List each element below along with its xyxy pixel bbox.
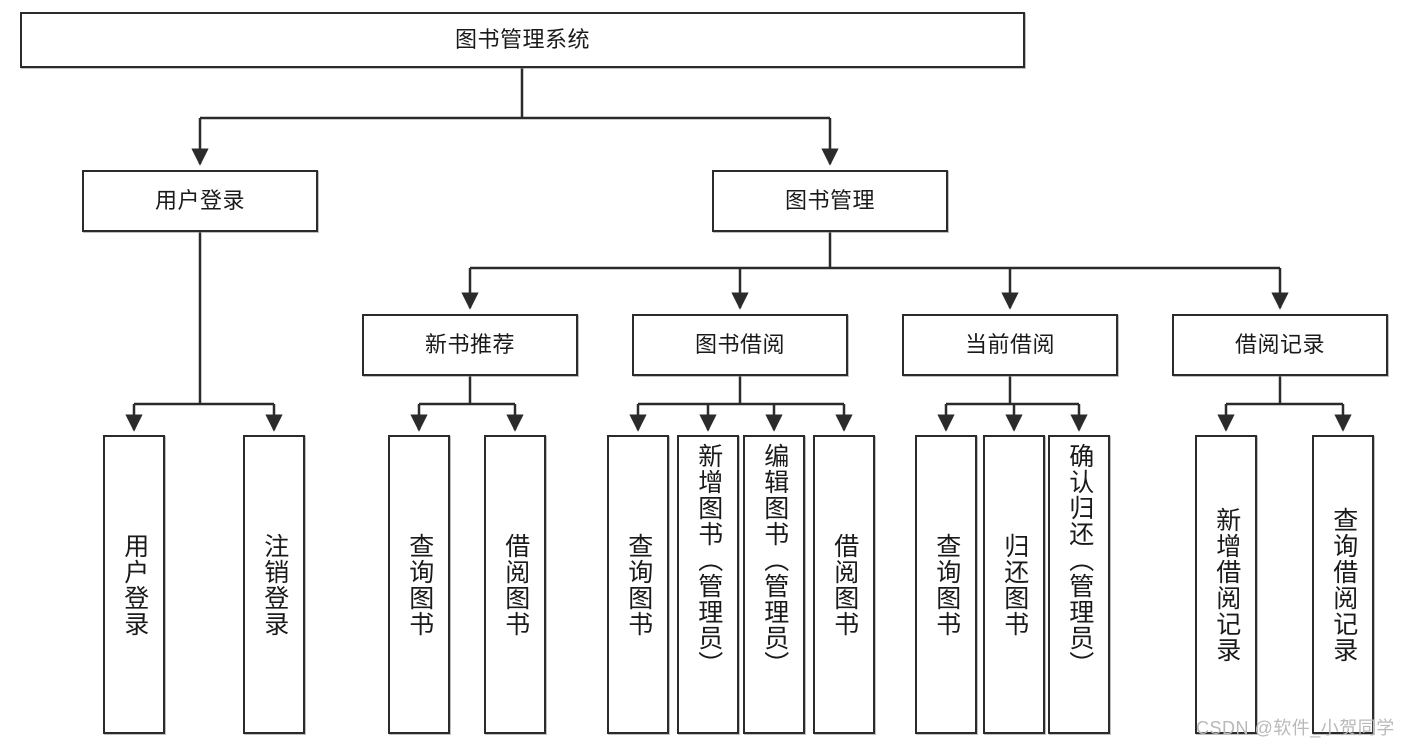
node-leaf-bb-query-book[interactable]: 查询图书 (607, 435, 669, 734)
node-leaf-cb-return-book-label: 归还图书 (1000, 532, 1029, 637)
node-leaf-logout[interactable]: 注销登录 (243, 435, 305, 734)
node-root-label: 图书管理系统 (454, 27, 590, 53)
node-leaf-bb-query-book-label: 查询图书 (624, 532, 653, 637)
node-leaf-user-login[interactable]: 用户登录 (103, 435, 165, 734)
node-leaf-bb-add-book-label: 新增图书（管理员） (694, 443, 723, 677)
node-leaf-user-login-label: 用户登录 (120, 532, 149, 637)
node-leaf-br-query-record[interactable]: 查询借阅记录 (1312, 435, 1374, 734)
node-user-login[interactable]: 用户登录 (82, 170, 318, 232)
node-borrow-record-label: 借阅记录 (1234, 332, 1325, 358)
node-leaf-cb-confirm-return-label: 确认归还（管理员） (1065, 443, 1094, 677)
node-borrow-record[interactable]: 借阅记录 (1172, 314, 1388, 376)
node-book-manage-label: 图书管理 (784, 188, 875, 214)
node-current-borrow[interactable]: 当前借阅 (902, 314, 1118, 376)
node-leaf-br-add-record-label: 新增借阅记录 (1212, 506, 1241, 663)
node-leaf-cb-query-book[interactable]: 查询图书 (915, 435, 977, 734)
node-current-borrow-label: 当前借阅 (964, 332, 1055, 358)
node-leaf-rec-borrow-book[interactable]: 借阅图书 (484, 435, 546, 734)
node-book-manage[interactable]: 图书管理 (712, 170, 948, 232)
node-leaf-cb-query-book-label: 查询图书 (932, 532, 961, 637)
node-leaf-bb-add-book[interactable]: 新增图书（管理员） (677, 435, 739, 734)
node-new-book-rec-label: 新书推荐 (424, 332, 515, 358)
node-leaf-bb-edit-book[interactable]: 编辑图书（管理员） (743, 435, 805, 734)
node-book-borrow-label: 图书借阅 (694, 332, 785, 358)
node-leaf-br-add-record[interactable]: 新增借阅记录 (1195, 435, 1257, 734)
node-leaf-rec-borrow-book-label: 借阅图书 (501, 532, 530, 637)
node-leaf-rec-query-book[interactable]: 查询图书 (388, 435, 450, 734)
node-root[interactable]: 图书管理系统 (20, 12, 1025, 68)
node-leaf-cb-confirm-return[interactable]: 确认归还（管理员） (1048, 435, 1110, 734)
node-leaf-bb-borrow-book-label: 借阅图书 (830, 532, 859, 637)
node-new-book-rec[interactable]: 新书推荐 (362, 314, 578, 376)
node-leaf-logout-label: 注销登录 (260, 532, 289, 637)
watermark: CSDN @软件_小贺同学 (1196, 718, 1395, 738)
node-leaf-br-query-record-label: 查询借阅记录 (1329, 506, 1358, 663)
node-leaf-bb-borrow-book[interactable]: 借阅图书 (813, 435, 875, 734)
node-leaf-rec-query-book-label: 查询图书 (405, 532, 434, 637)
node-book-borrow[interactable]: 图书借阅 (632, 314, 848, 376)
node-leaf-cb-return-book[interactable]: 归还图书 (983, 435, 1045, 734)
node-leaf-bb-edit-book-label: 编辑图书（管理员） (760, 443, 789, 677)
node-user-login-label: 用户登录 (154, 188, 245, 214)
